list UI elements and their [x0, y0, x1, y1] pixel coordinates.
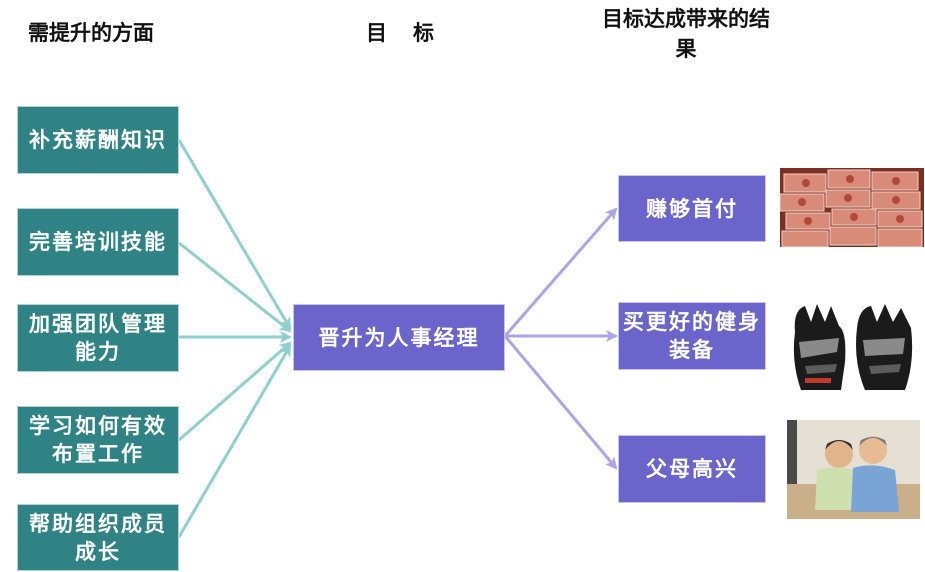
- need-box-team-management: 加强团队管理能力: [17, 304, 179, 372]
- need-box-member-growth: 帮助组织成员成长: [17, 504, 179, 571]
- header-result: 目标达成带来的结果: [602, 6, 770, 61]
- arrow-need-2-to-goal: [178, 241, 292, 333]
- goal-box-promotion: 晋升为人事经理: [293, 304, 505, 371]
- need-box-work-assignment: 学习如何有效布置工作: [17, 406, 179, 474]
- header-goal: 目标: [366, 20, 460, 45]
- fitness-gloves-photo: [787, 292, 917, 395]
- arrow-goal-to-result-1: [503, 207, 618, 337]
- need-box-salary-knowledge: 补充薪酬知识: [17, 106, 179, 174]
- result-box-fitness-gear: 买更好的健身装备: [618, 302, 766, 370]
- result-box-down-payment: 赚够首付: [618, 175, 766, 242]
- arrow-need-4-to-goal: [178, 341, 292, 442]
- arrow-need-1-to-goal: [177, 139, 292, 330]
- happy-parents-photo: [787, 420, 920, 519]
- arrow-need-5-to-goal: [177, 344, 292, 538]
- need-box-training-skills: 完善培训技能: [17, 208, 179, 276]
- money-stack-photo: [780, 168, 924, 247]
- header-needs: 需提升的方面: [28, 20, 154, 45]
- arrow-goal-to-result-3: [503, 335, 618, 470]
- result-box-parents-happy: 父母高兴: [618, 435, 766, 503]
